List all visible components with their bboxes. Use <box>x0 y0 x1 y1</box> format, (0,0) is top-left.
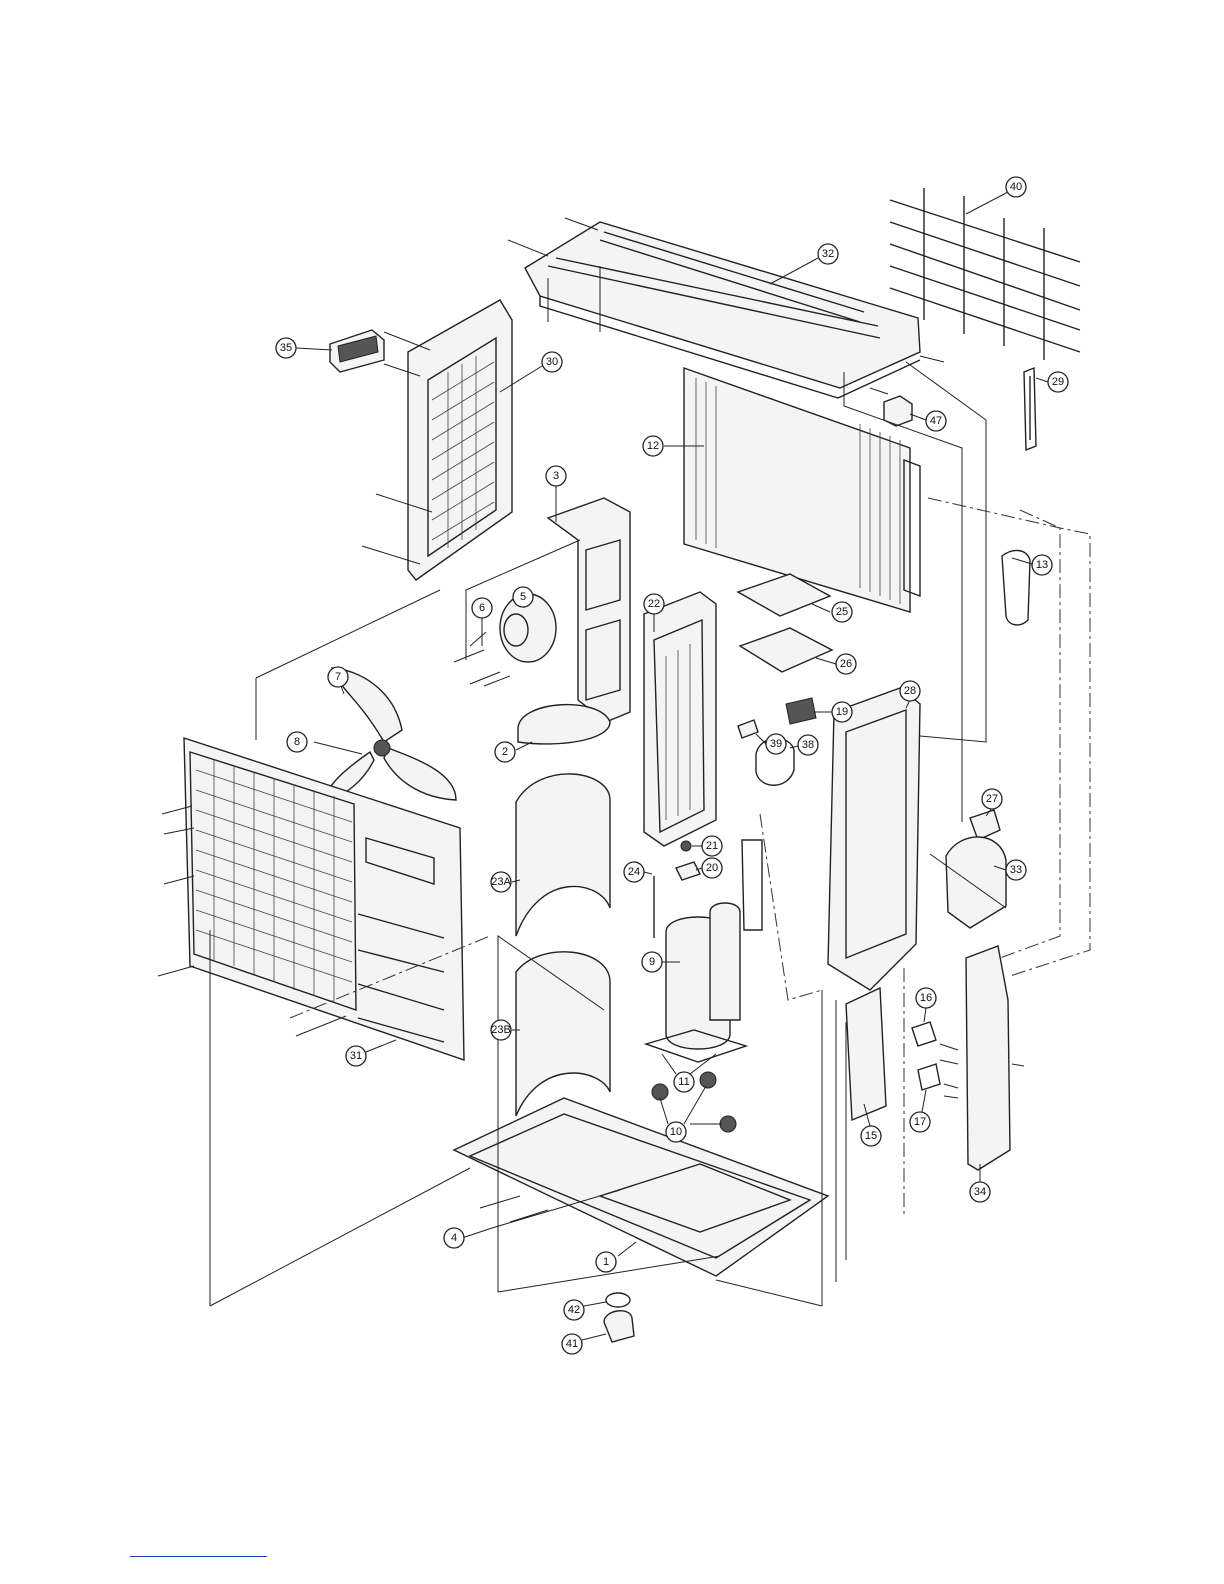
svg-text:17: 17 <box>914 1116 926 1128</box>
footer-rule <box>130 1556 267 1557</box>
svg-text:24: 24 <box>628 866 640 878</box>
svg-text:42: 42 <box>568 1304 580 1316</box>
svg-text:26: 26 <box>840 658 852 670</box>
callout-1: 1 <box>596 1242 636 1272</box>
svg-text:12: 12 <box>647 440 659 452</box>
callout-10: 10 <box>660 1086 722 1142</box>
svg-text:33: 33 <box>1010 864 1022 876</box>
callout-40: 40 <box>966 177 1026 214</box>
callout-25: 25 <box>812 602 852 622</box>
callout-24: 24 <box>624 862 652 882</box>
svg-text:1: 1 <box>603 1256 609 1268</box>
svg-text:35: 35 <box>280 342 292 354</box>
callout-8: 8 <box>287 732 307 752</box>
callout-32: 32 <box>770 244 838 284</box>
svg-text:32: 32 <box>822 248 834 260</box>
svg-text:19: 19 <box>836 706 848 718</box>
top-cover-part <box>508 218 944 398</box>
svg-text:30: 30 <box>546 356 558 368</box>
svg-text:15: 15 <box>865 1130 877 1142</box>
svg-text:16: 16 <box>920 992 932 1004</box>
propeller-fan-part <box>314 668 456 800</box>
svg-text:38: 38 <box>802 739 814 751</box>
partition-plate-part <box>644 592 716 846</box>
svg-text:11: 11 <box>678 1076 689 1088</box>
insulation-part <box>516 705 610 1116</box>
callout-26: 26 <box>816 654 856 674</box>
callout-34: 34 <box>970 1164 990 1202</box>
callout-31: 31 <box>346 1040 396 1066</box>
svg-text:7: 7 <box>335 671 341 683</box>
callout-2: 2 <box>495 742 532 762</box>
svg-text:28: 28 <box>904 685 916 697</box>
callout-35: 35 <box>276 338 332 358</box>
svg-text:41: 41 <box>566 1338 578 1350</box>
svg-text:8: 8 <box>294 736 300 748</box>
callout-17: 17 <box>910 1090 930 1132</box>
svg-text:3: 3 <box>553 470 559 482</box>
svg-text:34: 34 <box>974 1186 986 1198</box>
callout-47: 47 <box>910 411 946 431</box>
compressor-part <box>646 841 746 1132</box>
svg-text:40: 40 <box>1010 181 1022 193</box>
base-pan-part <box>454 1098 828 1276</box>
callout-6: 6 <box>472 598 492 646</box>
callout-5: 5 <box>513 587 533 608</box>
electrical-parts-group <box>738 698 816 930</box>
svg-text:23B: 23B <box>491 1024 511 1036</box>
callout-16: 16 <box>916 988 936 1022</box>
callout-21: 21 <box>692 836 722 856</box>
svg-text:4: 4 <box>451 1232 457 1244</box>
svg-text:47: 47 <box>930 415 942 427</box>
svg-text:23A: 23A <box>491 876 511 888</box>
svg-text:25: 25 <box>836 606 848 618</box>
callout-42: 42 <box>564 1300 606 1320</box>
svg-text:10: 10 <box>670 1126 682 1138</box>
svg-text:27: 27 <box>986 793 998 805</box>
svg-text:22: 22 <box>648 598 660 610</box>
svg-text:31: 31 <box>350 1050 362 1062</box>
callout-13: 13 <box>1012 555 1052 575</box>
svg-text:20: 20 <box>706 862 718 874</box>
callout-29: 29 <box>1036 372 1068 392</box>
fan-motor-part <box>454 594 556 686</box>
svg-text:2: 2 <box>502 746 508 758</box>
motor-bracket-part <box>548 498 630 722</box>
svg-text:6: 6 <box>479 602 485 614</box>
callout-19: 19 <box>814 702 852 722</box>
callout-20: 20 <box>696 858 722 878</box>
svg-text:21: 21 <box>706 840 718 852</box>
svg-text:39: 39 <box>770 738 782 750</box>
svg-text:5: 5 <box>520 591 526 603</box>
control-board-part <box>738 574 832 672</box>
svg-text:9: 9 <box>649 956 655 968</box>
svg-text:13: 13 <box>1036 559 1048 571</box>
drain-elbow-part <box>604 1293 634 1342</box>
svg-text:29: 29 <box>1052 376 1064 388</box>
callout-41: 41 <box>562 1334 606 1354</box>
callout-4: 4 <box>444 1228 464 1248</box>
